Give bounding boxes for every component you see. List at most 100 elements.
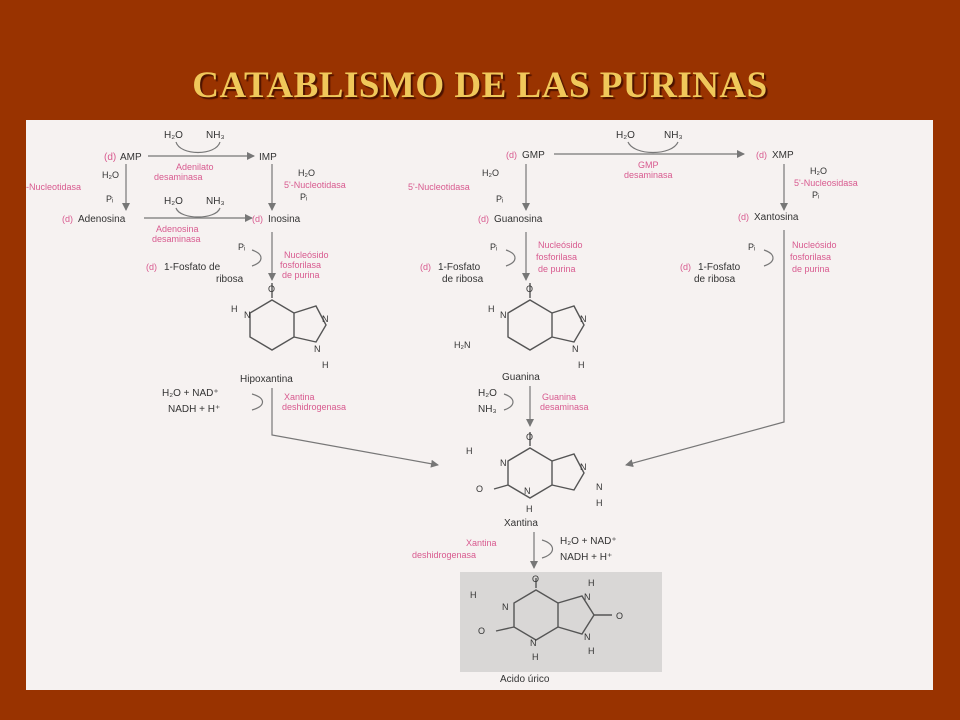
d-marker: (d): [680, 262, 691, 272]
h-atom: H: [470, 590, 477, 600]
h-atom: H: [578, 360, 585, 370]
h2o-label: H₂O: [478, 388, 497, 399]
h-atom: H: [526, 504, 533, 514]
xdh-final-cofactor-top: H₂O + NAD⁺: [560, 536, 617, 547]
xantina-to-urico: Xantina deshidrogenasa H₂O + NAD⁺ NADH +…: [412, 532, 617, 569]
n-atom: N: [322, 314, 329, 324]
guanina-label: Guanina: [502, 372, 540, 383]
gmp-deaminase-name-2: desaminasa: [624, 170, 673, 180]
xantosina-label: Xantosina: [754, 212, 799, 223]
xdh-final-name-2: deshidrogenasa: [412, 550, 476, 560]
nh3-label: NH₃: [206, 130, 225, 141]
n-atom: N: [596, 482, 603, 492]
h2n-group: H₂N: [454, 340, 471, 350]
o-atom: O: [616, 611, 623, 621]
ribosa-1p-c-label: 1-Fosfato: [698, 262, 741, 273]
acido-urico-label: Acido úrico: [500, 674, 550, 685]
d-marker: (d): [756, 150, 767, 160]
ribosa-1p-a-label-2: ribosa: [216, 274, 244, 285]
phosphorylase-a-name-2: fosforilasa: [280, 260, 321, 270]
inosina-label: Inosina: [268, 214, 301, 225]
xantina-label: Xantina: [504, 518, 538, 529]
n-atom: N: [314, 344, 321, 354]
n-atom: N: [502, 602, 509, 612]
adenosine-deaminase-name-2: desaminasa: [152, 234, 201, 244]
nucleotidasa-imp-name: 5'-Nucleotidasa: [284, 180, 346, 190]
ribosa-1p-b-label-2: de ribosa: [442, 274, 484, 285]
phosphorylase-b-name-1: Nucleósido: [538, 240, 583, 250]
d-marker: (d): [146, 262, 157, 272]
pi-label: Pᵢ: [748, 242, 755, 252]
gmp-deaminase-name-1: GMP: [638, 160, 659, 170]
adenosine-deaminase-name-1: Adenosina: [156, 224, 199, 234]
h-atom: H: [231, 304, 238, 314]
amp-label: AMP: [120, 152, 142, 163]
d-marker: (d): [104, 152, 116, 163]
branch-xmp: (d) XMP H₂O 5'-Nucleosidasa Pᵢ (d) Xanto…: [625, 150, 858, 468]
n-atom: N: [584, 632, 591, 642]
adenosine-deaminase-curve: [175, 207, 221, 218]
imp-label: IMP: [259, 152, 277, 163]
xdh-final-cofactor-bottom: NADH + H⁺: [560, 552, 612, 563]
amp-deaminase-name-1: Adenilato: [176, 162, 214, 172]
amp-deaminase-name-2: desaminasa: [154, 172, 203, 182]
acido-urico-structure: O O O H N H N N H N H Acido úrico: [460, 572, 662, 685]
xdh-a-name-2: deshidrogenasa: [282, 402, 346, 412]
h2o-label: H₂O: [102, 170, 119, 180]
gmp-label: GMP: [522, 150, 545, 161]
n-atom: N: [500, 310, 507, 320]
nh3-label: NH₃: [478, 404, 497, 415]
xantosina-to-xantina-arrow: [625, 276, 785, 468]
n-atom: N: [530, 638, 537, 648]
xdh-final-name-1: Xantina: [466, 538, 497, 548]
guanosina-label: Guanosina: [494, 214, 543, 225]
hipoxantina-label: Hipoxantina: [240, 374, 293, 385]
xdh-a-name-1: Xantina: [284, 392, 315, 402]
h2o-label: H₂O: [164, 196, 183, 207]
h-atom: H: [596, 498, 603, 508]
n-atom: N: [500, 458, 507, 468]
n-atom: N: [244, 310, 251, 320]
h-atom: H: [488, 304, 495, 314]
phosphorylase-a-name-1: Nucleósido: [284, 250, 329, 260]
pathway-figure: (d) AMP H₂O NH₃ Adenilato desaminasa IMP…: [26, 120, 933, 690]
hipoxantina-to-xantina: H₂O + NAD⁺ NADH + H⁺ Xantina deshidrogen…: [162, 388, 439, 468]
h2o-label: H₂O: [810, 166, 827, 176]
xmp-label: XMP: [772, 150, 794, 161]
nh3-label: NH₃: [206, 196, 225, 207]
nucleotidasa-a-name: -Nucleotidasa: [26, 182, 81, 192]
h-atom: H: [466, 446, 473, 456]
o-atom: O: [526, 284, 533, 294]
h-atom: H: [588, 646, 595, 656]
n-atom: N: [524, 486, 531, 496]
h-atom: H: [588, 578, 595, 588]
o-atom: O: [526, 432, 533, 442]
nucleotidasa-gmp-name: 5'-Nucleotidasa: [408, 182, 470, 192]
ribosa-1p-b-label: 1-Fosfato: [438, 262, 481, 273]
ribosa-1p-c-label-2: de ribosa: [694, 274, 736, 285]
urico-scan-box: [460, 572, 662, 672]
guanina-to-xantina: H₂O NH₃ Guanina desaminasa: [478, 386, 589, 427]
h-atom: H: [532, 652, 539, 662]
branch-gmp: (d) GMP H₂O NH₃ GMP desaminasa H₂O 5'-Nu…: [408, 130, 745, 285]
phosphorylase-a-curve: [251, 249, 262, 267]
h-atom: H: [322, 360, 329, 370]
d-marker: (d): [252, 214, 263, 224]
pi-label: Pᵢ: [300, 192, 307, 202]
d-marker: (d): [420, 262, 431, 272]
adenosina-label: Adenosina: [78, 214, 126, 225]
amp-deaminase-curve: [175, 141, 221, 153]
phosphorylase-c-name-2: fosforilasa: [790, 252, 831, 262]
guanina-structure: O H N N N H H₂N Guanina: [454, 283, 587, 383]
h2o-label: H₂O: [482, 168, 499, 178]
pi-label: Pᵢ: [496, 194, 503, 204]
h2o-label: H₂O: [298, 168, 315, 178]
d-marker: (d): [478, 214, 489, 224]
branch-amp-imp: (d) AMP H₂O NH₃ Adenilato desaminasa IMP…: [26, 130, 346, 285]
guanine-deaminase-name-1: Guanina: [542, 392, 576, 402]
n-atom: N: [580, 462, 587, 472]
h2o-label: H₂O: [164, 130, 183, 141]
n-atom: N: [580, 314, 587, 324]
phosphorylase-c-name-3: de purina: [792, 264, 830, 274]
phosphorylase-b-name-3: de purina: [538, 264, 576, 274]
